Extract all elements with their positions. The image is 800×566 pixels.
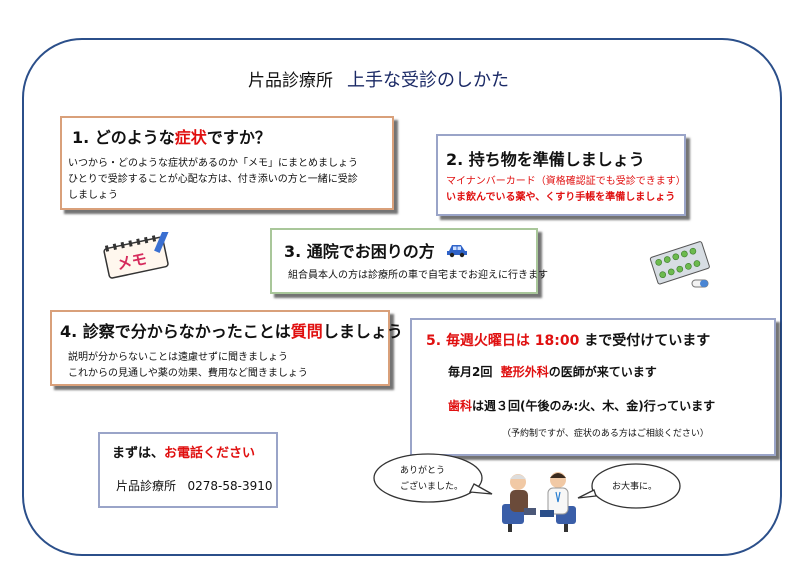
line-highlight: 歯科 [448, 399, 473, 413]
line-highlight: 整形外科 [500, 365, 549, 379]
pill-pack-icon [649, 241, 710, 288]
heading-highlight: 毎週火曜日は 18:00 [445, 333, 580, 349]
heading-text: 4. 診察で分からなかったことは [60, 322, 291, 341]
contact-prefix: まずは、 [112, 446, 165, 461]
memo-label: メモ [115, 250, 148, 274]
contact-box: まずは、お電話ください 片品診療所 0278-58-3910 [98, 432, 278, 508]
questions-line-1: 説明が分からないことは遠慮せずに聞きましょう [68, 352, 288, 363]
doctor-speech: お大事に。 [576, 460, 684, 512]
transport-line-1: 組合員本人の方は診療所の車で自宅までお迎えに行きます [288, 270, 548, 281]
heading-text: しましょう [322, 322, 403, 341]
section-questions: 4. 診察で分からなかったことは質問しましょう 説明が分からないことは遠慮せずに… [50, 310, 403, 386]
contact-phone-line: 片品診療所 0278-58-3910 [116, 478, 272, 494]
heading-number: 5. [426, 333, 442, 349]
doctor-patient-illustration [502, 472, 576, 532]
section-symptoms: 1. どのような症状ですか？ いつから・どのような症状があるのか「メモ」にまとめ… [60, 116, 394, 210]
orthopedics-line: 毎月2回 整形外科の医師が来ています [448, 364, 657, 380]
section-transport: 3. 通院でお困りの方 組合員本人の方は診療所の車で自宅までお迎えに行きます [270, 228, 548, 294]
page-subtitle: 上手な受診のしかた [347, 70, 509, 91]
patient-speech-bubble [373, 453, 493, 503]
questions-line-2: これからの見通しや薬の効果、費用など聞きましょう [68, 368, 308, 379]
section-questions-heading: 4. 診察で分からなかったことは質問しましょう [60, 318, 403, 342]
heading-highlight: 質問 [290, 322, 323, 341]
contact-highlight: お電話ください [164, 446, 256, 461]
heading-highlight: 症状 [174, 128, 207, 147]
page-frame [22, 38, 782, 556]
heading-text: まで受付けています [584, 333, 711, 349]
section-transport-heading: 3. 通院でお困りの方 [284, 242, 435, 261]
patient-speech-line-2: ございました。 [400, 482, 464, 492]
dental-line: 歯科は週３回(午後のみ:火、木、金)行っています [448, 398, 715, 414]
clinic-name: 片品診療所 [248, 71, 333, 91]
doctor-speech-text: お大事に。 [612, 482, 658, 492]
patient-speech: ありがとう ございました。 [370, 452, 494, 508]
heading-text: 1. どのような [72, 128, 175, 147]
line-text: 毎月2回 [448, 365, 493, 379]
section-symptoms-heading: 1. どのような症状ですか？ [72, 124, 271, 148]
page-title: 片品診療所上手な受診のしかた [248, 66, 509, 92]
reservation-note: （予約制ですが、症状のある方はご相談ください） [502, 429, 709, 439]
belongings-line-1: マイナンバーカード（資格確認証でも受診できます） [446, 176, 686, 187]
line-text: は週３回(午後のみ:火、木、金)行っています [472, 399, 716, 413]
symptoms-line-2: ひとりで受診することが心配な方は、付き添いの方と一緒に受診 [68, 174, 358, 185]
symptoms-line-3: しましょう [68, 190, 118, 201]
patient-speech-line-1: ありがとう [400, 466, 446, 476]
section-belongings-heading: 2. 持ち物を準備しましょう [446, 150, 645, 169]
doctor-speech-bubble [577, 463, 681, 509]
line-text: の医師が来ています [548, 365, 657, 379]
heading-text: ですか？ [206, 128, 271, 147]
section-hours-heading: 5. 毎週火曜日は 18:00 まで受付けています [426, 330, 710, 350]
belongings-line-2: いま飲んでいる薬や、くすり手帳を準備しましょう [446, 192, 676, 203]
memo-icon: メモ [103, 232, 170, 279]
section-hours: 5. 毎週火曜日は 18:00 まで受付けています 毎月2回 整形外科の医師が来… [410, 318, 776, 456]
contact-clinic-name: 片品診療所 [116, 479, 177, 493]
symptoms-line-1: いつから・どのような症状があるのか「メモ」にまとめましょう [68, 158, 358, 169]
section-belongings: 2. 持ち物を準備しましょう マイナンバーカード（資格確認証でも受診できます） … [436, 134, 686, 216]
car-icon [447, 245, 467, 258]
contact-heading: まずは、お電話ください [112, 442, 255, 461]
contact-phone-number[interactable]: 0278-58-3910 [187, 479, 273, 493]
